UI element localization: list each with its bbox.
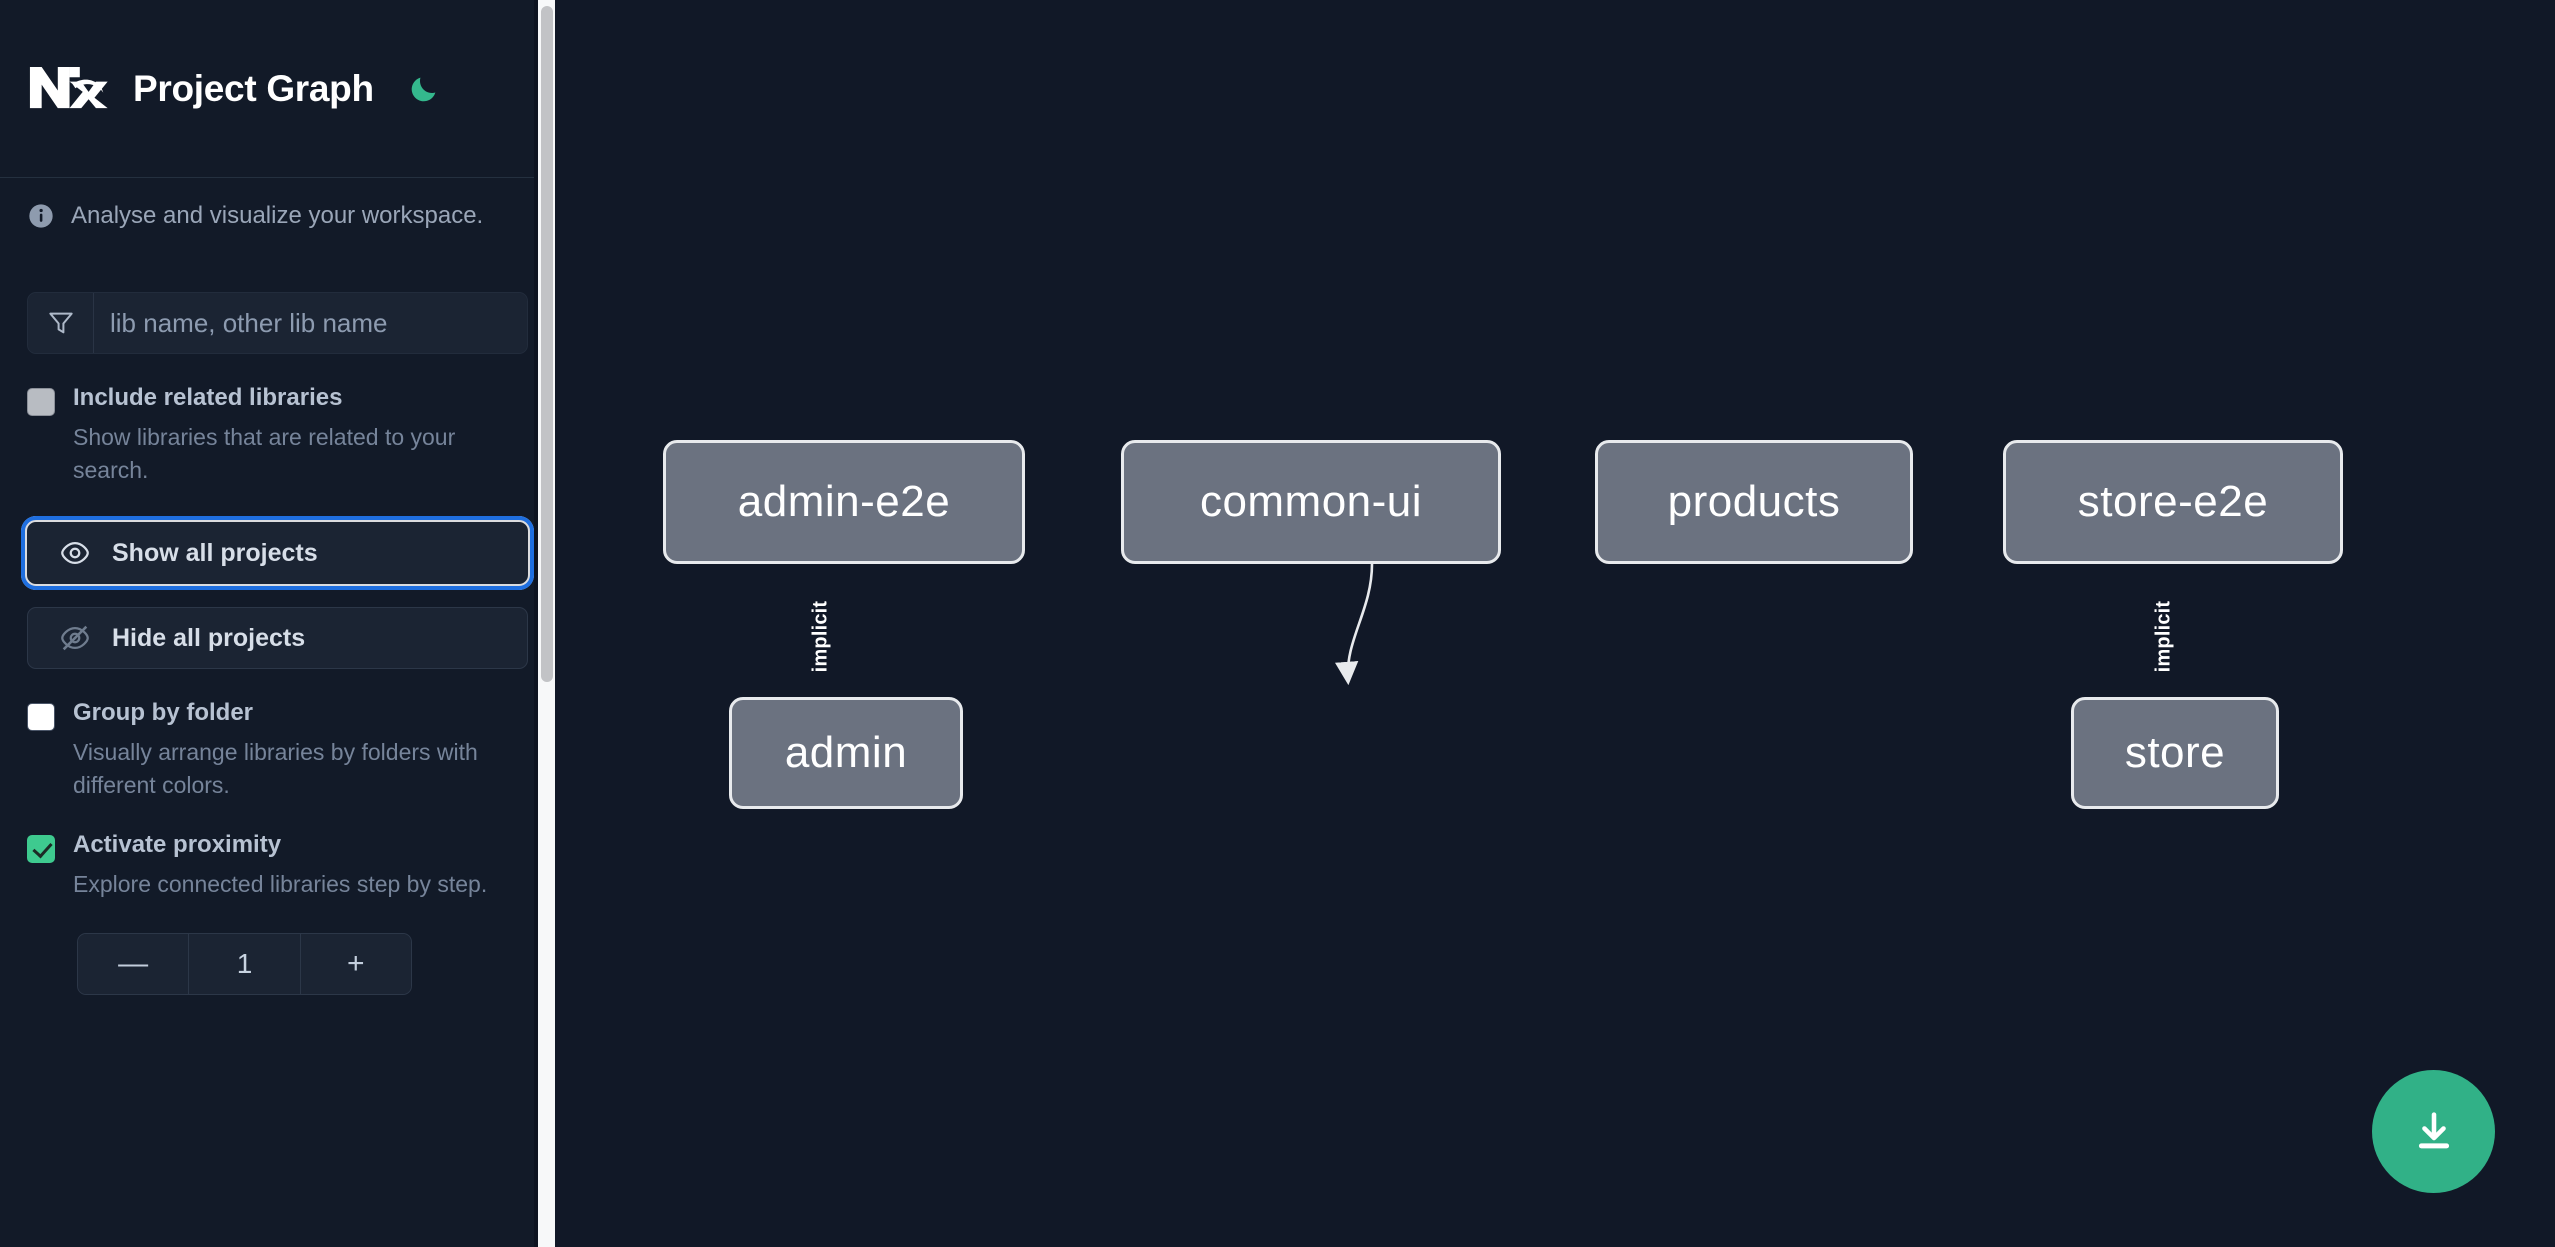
download-icon: [2418, 1111, 2449, 1148]
graph-node-common-ui[interactable]: common-ui: [1121, 440, 1501, 564]
proximity-stepper: — 1 +: [77, 932, 412, 995]
option-include-related-libraries[interactable]: Include related libraries Show libraries…: [27, 384, 528, 486]
option-group-by-folder[interactable]: Group by folder Visually arrange librari…: [27, 699, 528, 801]
graph-node-store-e2e[interactable]: store-e2e: [2003, 440, 2343, 564]
theme-toggle-button[interactable]: [404, 69, 444, 109]
search-input[interactable]: [94, 293, 527, 353]
show-all-projects-button[interactable]: Show all projects: [21, 516, 534, 591]
option-activate-proximity[interactable]: Activate proximity Explore connected lib…: [27, 831, 528, 901]
edge-label-store-e2e-store: implicit: [2152, 600, 2175, 673]
sidebar-scrollbar-thumb[interactable]: [541, 6, 553, 682]
sidebar-header: Project Graph: [0, 0, 555, 178]
checkbox-group-by-folder[interactable]: [27, 703, 55, 732]
option-description: Visually arrange libraries by folders wi…: [73, 739, 478, 798]
hide-all-projects-button[interactable]: Hide all projects: [27, 607, 528, 670]
sidebar-body: Include related libraries Show libraries…: [0, 292, 555, 995]
option-title: Include related libraries: [73, 384, 343, 411]
search-field[interactable]: [27, 292, 528, 354]
graph-node-admin-e2e[interactable]: admin-e2e: [663, 440, 1025, 564]
filter-icon: [48, 312, 73, 334]
option-title: Group by folder: [73, 699, 253, 727]
sidebar-edge: [534, 0, 538, 1247]
filter-icon-box: [28, 293, 94, 353]
option-description: Explore connected libraries step by step…: [73, 871, 488, 898]
proximity-value: 1: [188, 933, 301, 994]
graph-node-admin[interactable]: admin: [729, 697, 963, 809]
edge-label-admin-e2e-admin: implicit: [809, 600, 832, 673]
edge-admin-e2e-to-admin: [1334, 563, 1374, 686]
graph-edges: [1334, 563, 1374, 686]
eye-icon: [61, 542, 89, 565]
sidebar-scrollbar-track[interactable]: [538, 0, 555, 1247]
graph-node-products[interactable]: products: [1595, 440, 1913, 564]
tagline-text: Analyse and visualize your workspace.: [71, 202, 484, 229]
nx-logo: [27, 58, 115, 120]
info-icon: [29, 204, 53, 228]
tagline: Analyse and visualize your workspace.: [0, 178, 555, 254]
proximity-decrement-button[interactable]: —: [78, 933, 189, 994]
option-description: Show libraries that are related to your …: [73, 423, 456, 483]
sidebar: Project Graph Analyse and visualize your…: [0, 0, 555, 1247]
project-visibility-buttons: Show all projects Hide all projects: [21, 516, 534, 670]
download-graph-button[interactable]: [2372, 1070, 2495, 1193]
checkbox-include-related-libraries[interactable]: [27, 388, 55, 416]
show-all-projects-label: Show all projects: [112, 538, 318, 567]
page-title: Project Graph: [133, 68, 374, 109]
graph-canvas[interactable]: admin-e2e common-ui products store-e2e admin…: [555, 0, 2555, 1247]
moon-icon: [411, 77, 436, 101]
hide-all-projects-label: Hide all projects: [112, 623, 306, 652]
checkbox-activate-proximity[interactable]: [27, 835, 55, 864]
option-title: Activate proximity: [73, 831, 282, 859]
proximity-increment-button[interactable]: +: [300, 933, 411, 994]
eye-off-icon: [61, 625, 89, 651]
graph-node-store[interactable]: store: [2071, 697, 2279, 809]
